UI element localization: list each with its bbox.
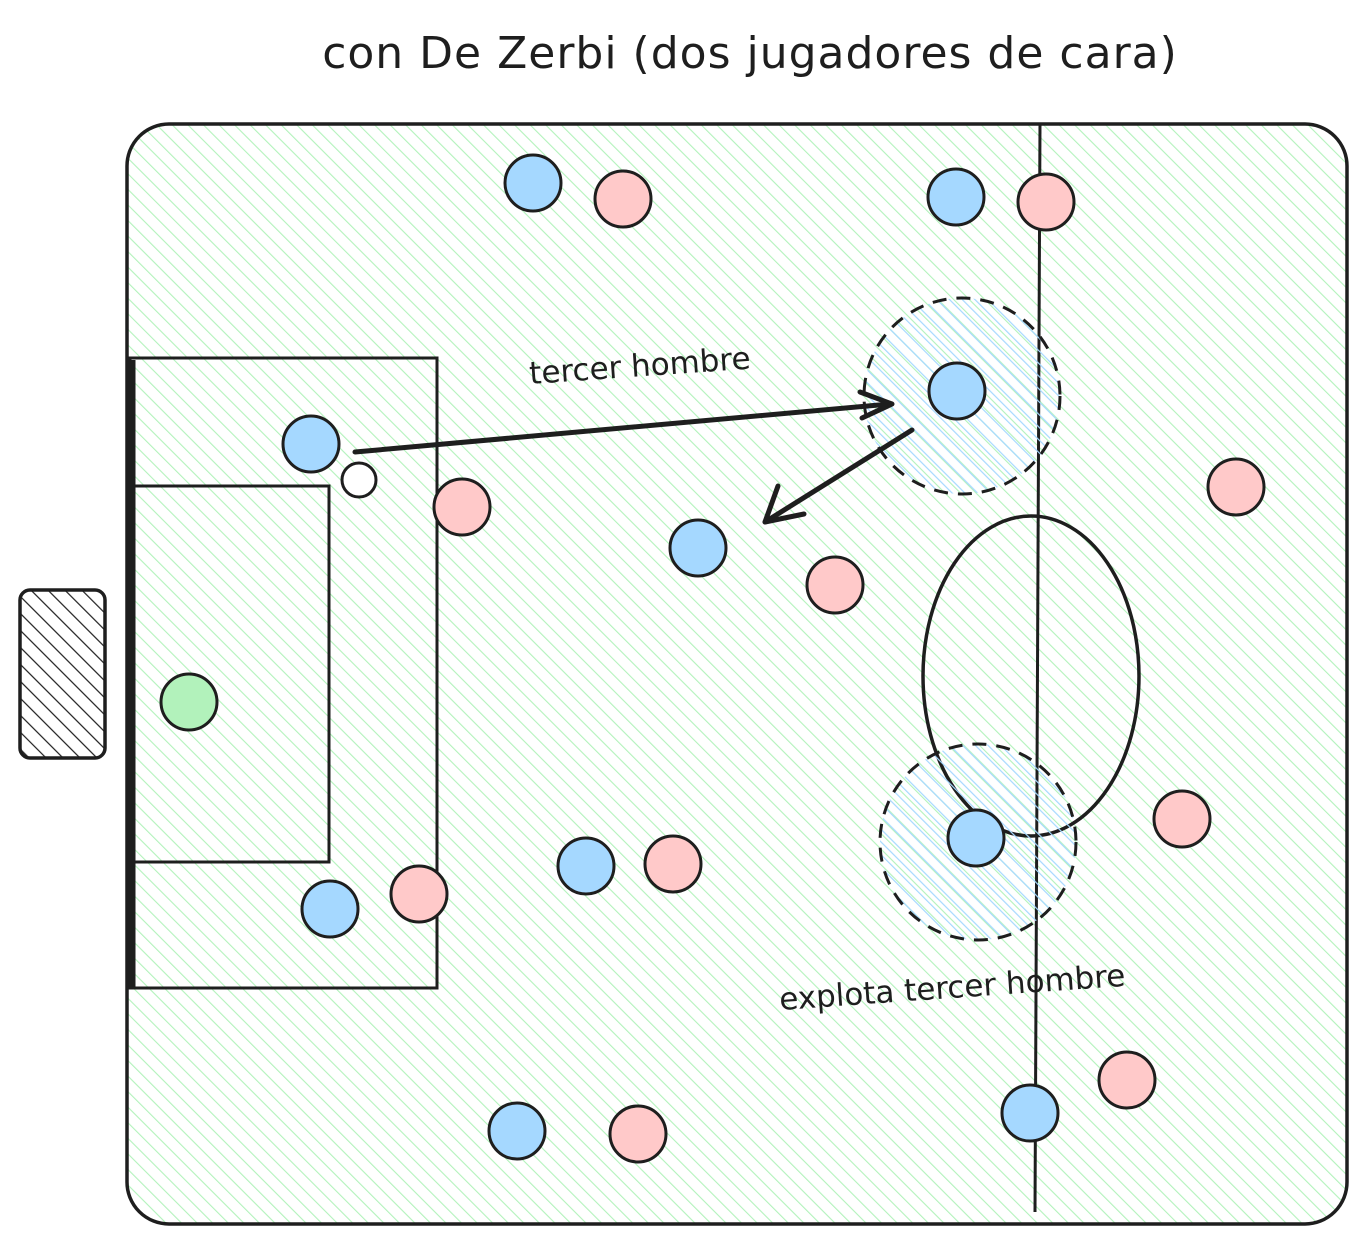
team-blue [281,153,1060,1161]
pink-player [593,169,653,229]
blue-player [487,1101,547,1161]
pitch [125,122,1349,1226]
blue-player [1000,1083,1060,1143]
goalkeeper [159,672,219,732]
diagram-title: con De Zerbi (dos jugadores de cara) [322,28,1178,79]
pink-player [389,864,449,924]
team-pink [389,169,1266,1164]
pink-player [643,834,703,894]
goal [18,588,107,760]
blue-player [300,879,360,939]
blue-player [927,361,987,421]
pink-player [432,477,492,537]
pass-arrow-to-third-man [352,389,895,455]
blue-player [556,836,616,896]
goal-area [128,484,331,864]
ball [340,461,378,499]
layoff-arrow [762,427,915,525]
blue-player [503,153,563,213]
pink-player [1097,1050,1157,1110]
pink-player [608,1104,668,1164]
pink-player [1016,172,1076,232]
blue-player [668,518,728,578]
blue-player [281,414,341,474]
pink-player [1206,457,1266,517]
blue-player [946,808,1006,868]
halfway-line [1033,123,1042,1213]
pink-player [805,555,865,615]
pink-player [1152,789,1212,849]
blue-player [926,167,986,227]
